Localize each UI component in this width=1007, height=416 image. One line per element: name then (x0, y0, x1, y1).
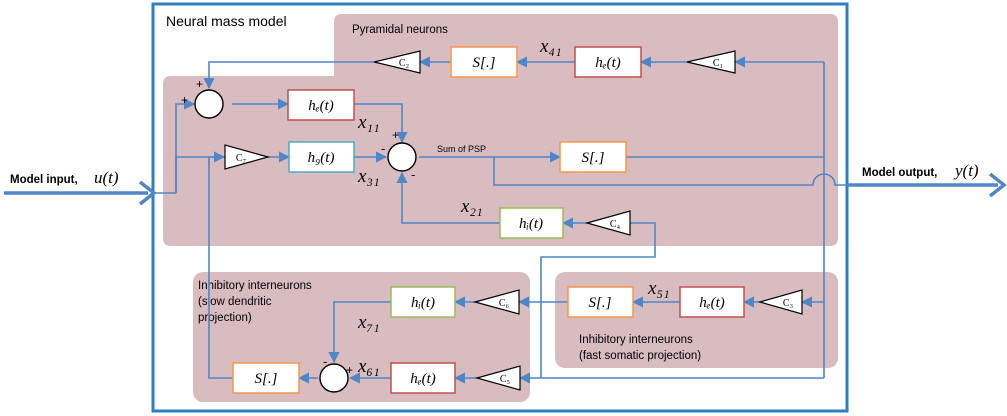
gain-c3: C₃ (757, 289, 803, 315)
inhib-slow-label-2: (slow dendritic (198, 296, 272, 308)
block-hi-slow: hᵢ(t) (390, 286, 456, 318)
gain-c1-label: C₁ (713, 58, 723, 69)
block-he-bottom-label: hₑ(t) (410, 371, 436, 387)
block-he-mid: hₑ(t) (287, 89, 355, 121)
inhib-fast-label-1: Inhibitory interneurons (579, 334, 693, 346)
inhib-fast-label-2: (fast somatic projection) (579, 350, 701, 362)
gain-c5: C₅ (474, 365, 521, 391)
model-input-var: u(t) (94, 168, 119, 187)
block-hi-center-label: hᵢ(t) (519, 216, 543, 232)
block-s-fast: S[.] (567, 286, 634, 318)
model-input-label: Model input, (10, 174, 78, 186)
gain-c2: C₂ (373, 50, 421, 74)
pyramidal-region (163, 14, 838, 246)
block-hg: h₉(t) (288, 141, 355, 173)
sign-top-plus-1: + (196, 77, 203, 91)
gain-c2-label: C₂ (399, 58, 409, 69)
gain-c3-label: C₃ (783, 298, 793, 309)
gain-c6: C₆ (472, 289, 520, 315)
block-s-bottom: S[.] (232, 362, 300, 394)
gain-c7-label: C₇ (236, 153, 246, 164)
gain-c4: C₄ (584, 210, 631, 236)
signal-x71: x₇₁ (357, 312, 380, 333)
signal-x31: x₃₁ (357, 166, 380, 187)
signal-x61: x₆₁ (357, 356, 380, 377)
signal-wires (4, 56, 1007, 384)
block-s-bottom-label: S[.] (255, 371, 278, 387)
sum-junction-center (387, 142, 417, 172)
sign-bottom-plus: + (346, 363, 353, 377)
gain-c5-label: C₅ (500, 374, 510, 385)
block-s-center-label: S[.] (582, 150, 605, 166)
gain-c1: C₁ (686, 50, 736, 74)
model-output-label: Model output, (862, 167, 937, 179)
signal-x51: x₅₁ (647, 278, 670, 299)
block-hi-center: hᵢ(t) (499, 207, 564, 239)
sum-of-psp-label: Sum of PSP (437, 144, 486, 154)
block-he-top: hₑ(t) (574, 46, 642, 78)
gain-c6-label: C₆ (499, 298, 510, 309)
block-s-center: S[.] (559, 141, 627, 173)
sign-center-minus-left: - (381, 141, 385, 156)
sum-junction-top (194, 89, 224, 119)
sign-center-plus: + (392, 128, 399, 142)
sign-bottom-minus: - (323, 354, 327, 369)
block-hi-slow-label: hᵢ(t) (411, 295, 435, 311)
block-he-bottom: hₑ(t) (390, 362, 456, 394)
sign-center-minus-bottom: - (411, 167, 415, 182)
inhib-slow-label-1: Inhibitory interneurons (198, 280, 312, 292)
signal-x11: x₁₁ (357, 112, 380, 133)
block-he-top-label: hₑ(t) (595, 55, 621, 71)
block-he-fast: hₑ(t) (679, 286, 745, 318)
block-s-top-label: S[.] (473, 55, 496, 71)
block-hg-label: h₉(t) (308, 150, 335, 166)
block-he-fast-label: hₑ(t) (699, 295, 725, 311)
model-title: Neural mass model (166, 13, 287, 29)
model-output-var: y(t) (953, 161, 979, 180)
signal-x21: x₂₁ (460, 196, 483, 217)
block-he-mid-label: hₑ(t) (308, 98, 334, 114)
block-s-top: S[.] (450, 46, 518, 78)
gain-c4-label: C₄ (610, 219, 621, 230)
sum-junction-bottom (319, 363, 349, 393)
pyramidal-label: Pyramidal neurons (352, 24, 448, 36)
inhib-slow-label-3: projection) (198, 312, 252, 324)
signal-x41: x₄₁ (539, 36, 562, 57)
gain-c7: C₇ (224, 144, 271, 170)
block-s-fast-label: S[.] (589, 295, 612, 311)
sign-top-plus-2: + (181, 93, 188, 107)
